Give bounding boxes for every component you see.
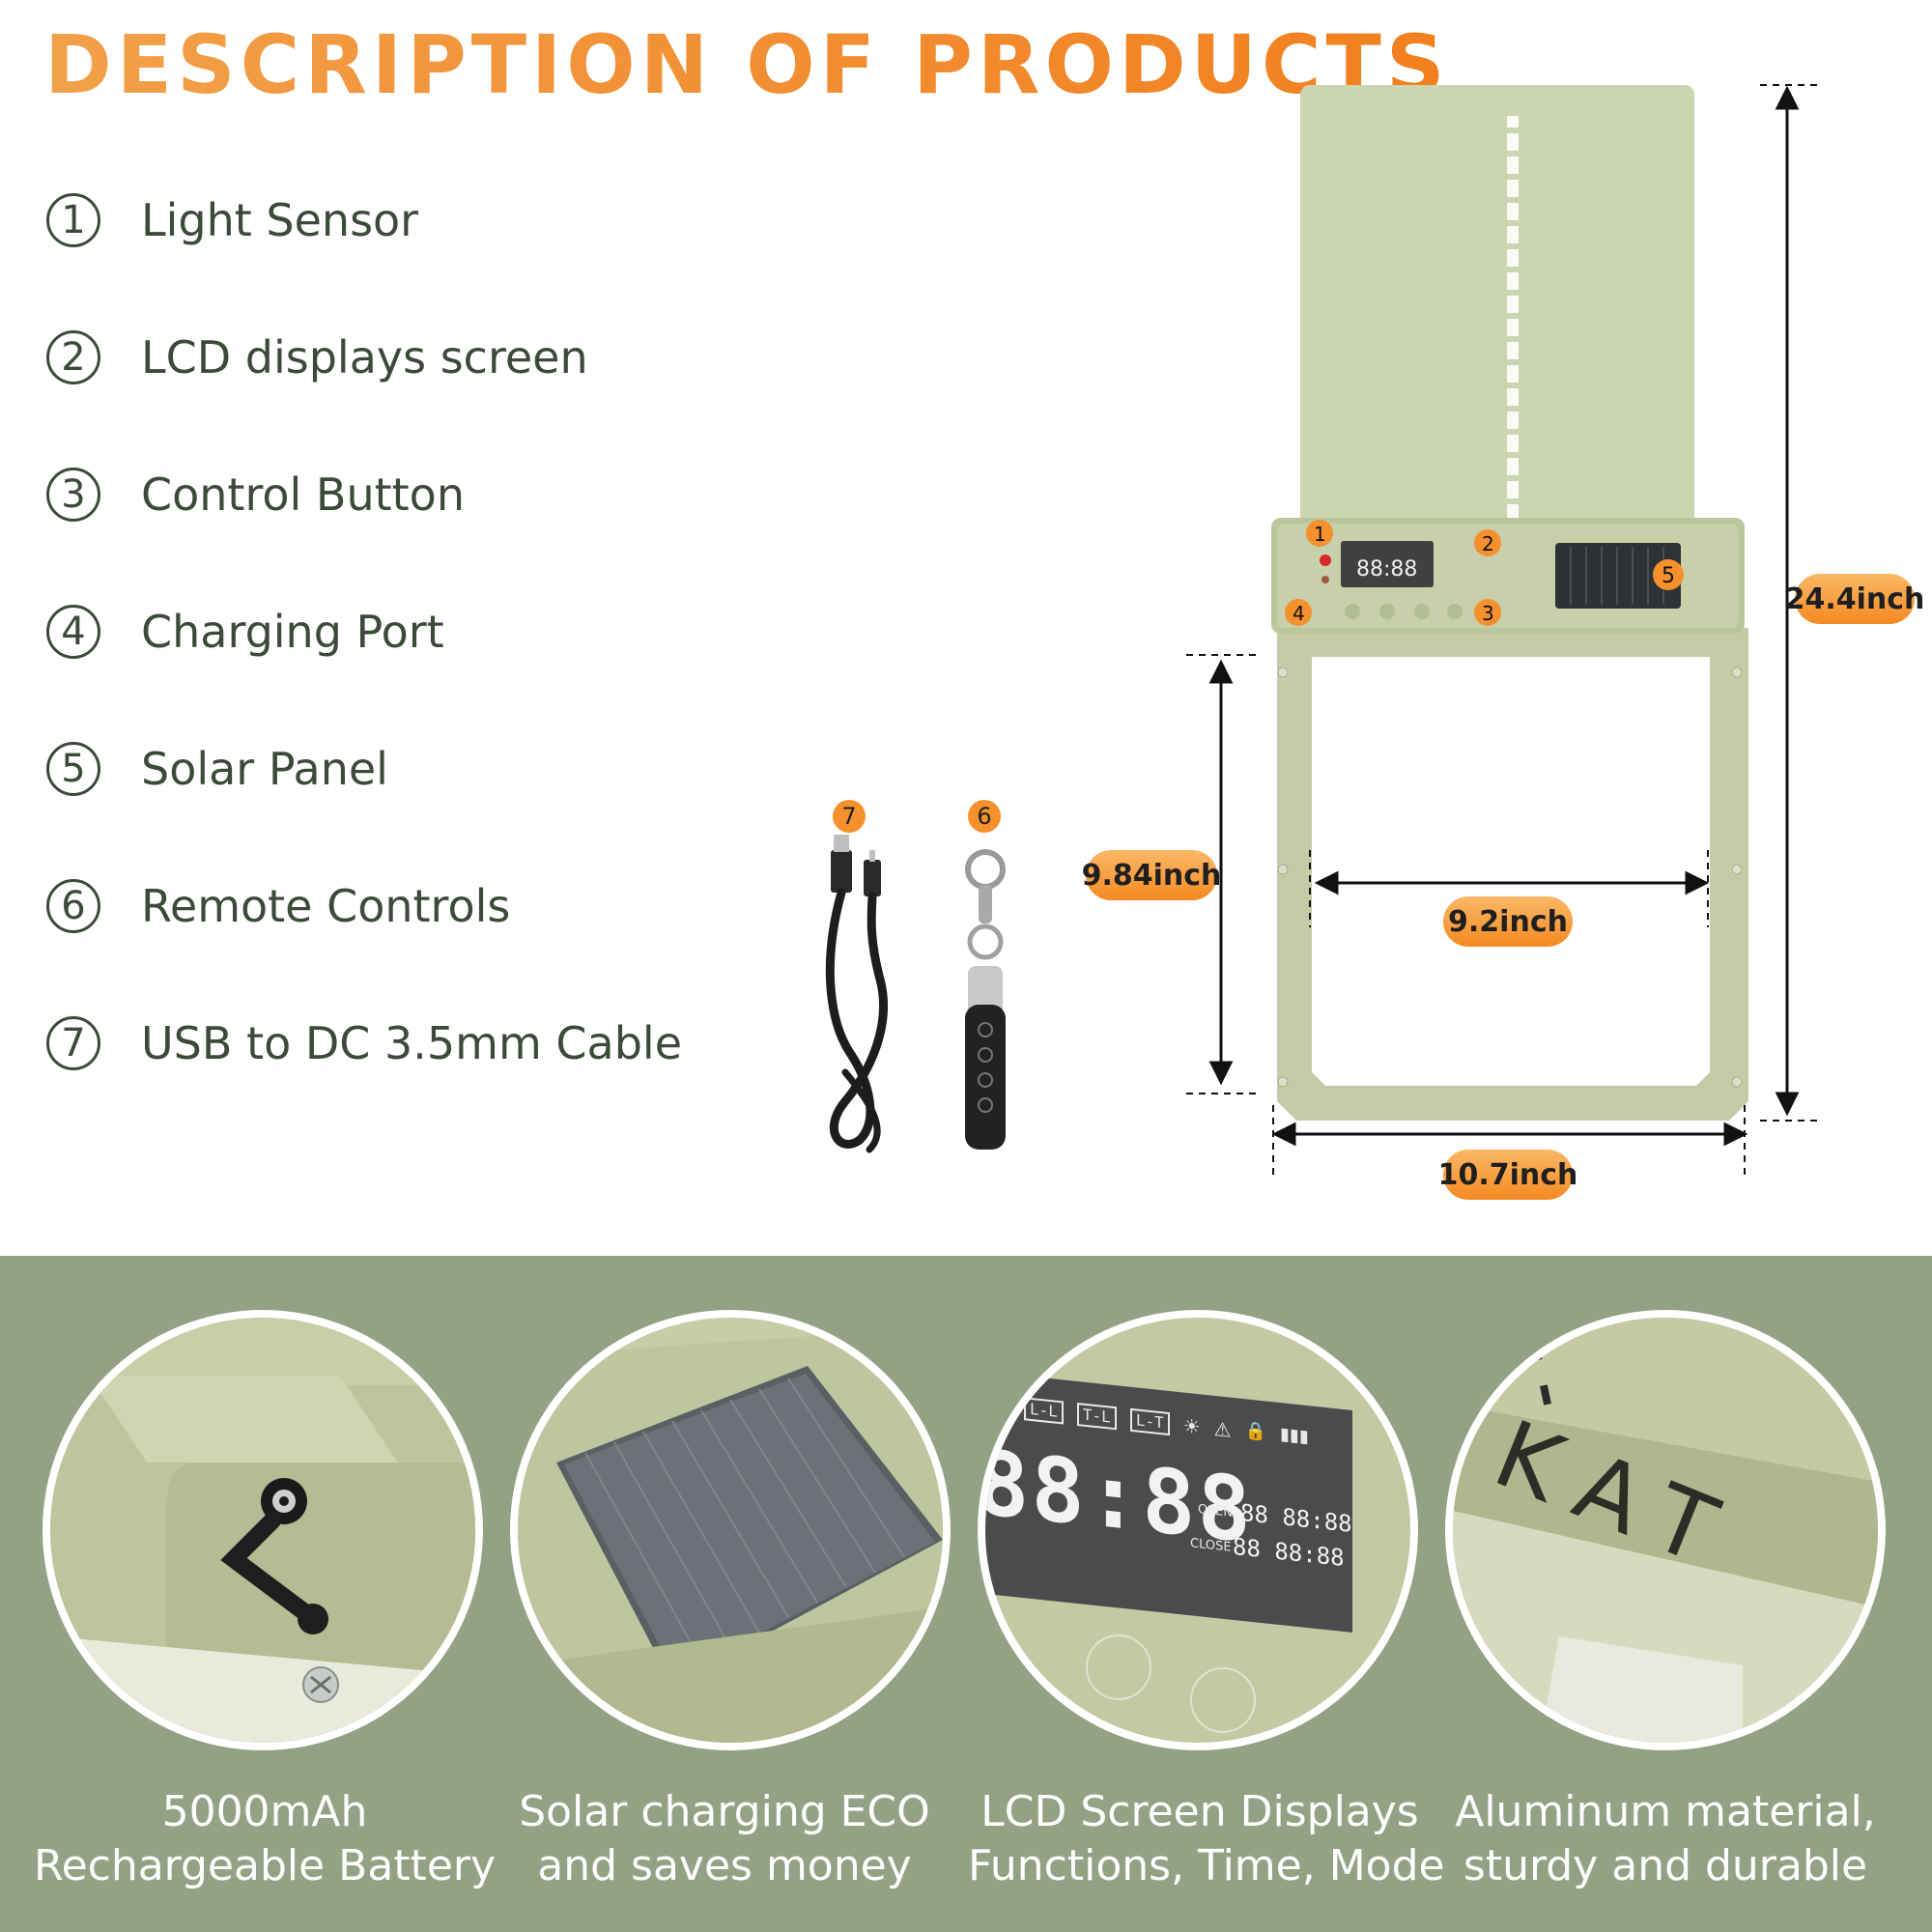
dimension-lines	[1186, 84, 1818, 1180]
list-item: 1 Light Sensor	[46, 189, 418, 251]
item-label: Control Button	[141, 469, 465, 521]
callout-6: 6	[968, 800, 1001, 833]
svg-text:3: 3	[1482, 602, 1494, 625]
item-number: 1	[46, 193, 100, 247]
svg-text:88:88: 88:88	[1356, 557, 1417, 582]
dimension-width-badge: 10.7inch	[1438, 1150, 1577, 1200]
item-number: 3	[46, 468, 100, 522]
item-number: 5	[46, 742, 100, 796]
lcd-screen: L-L T-L L-T ☀ ⚠ 🔒 ▮▮▮ 88:88 OPEN 88 88:8…	[985, 1372, 1352, 1633]
item-label: Charging Port	[141, 606, 444, 658]
feature-line: Rechargeable Battery	[33, 1841, 497, 1890]
callout-7: 7	[833, 800, 866, 833]
feature-aluminum-caption: Aluminum material, sturdy and durable	[1434, 1785, 1897, 1893]
lcd-closeup: L-L T-L L-T ☀ ⚠ 🔒 ▮▮▮ 88:88 OPEN 88 88:8…	[985, 1318, 1410, 1743]
aluminum-surface-illustration	[1453, 1318, 1878, 1743]
feature-circle-lcd: L-L T-L L-T ☀ ⚠ 🔒 ▮▮▮ 88:88 OPEN 88 88:8…	[978, 1310, 1418, 1750]
feature-lcd-caption: LCD Screen Displays Functions, Time, Mod…	[968, 1785, 1445, 1893]
feature-line: LCD Screen Displays	[980, 1787, 1419, 1836]
feature-solar-caption: Solar charging ECO and saves money	[493, 1785, 956, 1893]
item-number: 4	[46, 605, 100, 659]
svg-text:2: 2	[1482, 532, 1494, 555]
lcd-button	[1190, 1667, 1256, 1733]
lcd-mode-label: T-L	[1076, 1402, 1117, 1431]
dimension-opening-width-badge: 9.2inch	[1443, 896, 1573, 947]
lcd-open-time: 88 88:88	[1240, 1498, 1352, 1538]
item-label: Solar Panel	[141, 743, 388, 795]
feature-line: sturdy and durable	[1463, 1841, 1868, 1890]
item-number: 7	[46, 1016, 100, 1070]
feature-circle-aluminum: KAT	[1445, 1310, 1886, 1750]
list-item: 6 Remote Controls	[46, 875, 510, 937]
svg-text:4: 4	[1293, 602, 1305, 625]
item-label: Remote Controls	[141, 880, 511, 932]
remote-control-illustration	[965, 849, 1006, 1150]
battery-closeup	[50, 1318, 475, 1743]
item-label: Light Sensor	[141, 194, 419, 246]
aluminum-closeup: KAT	[1453, 1318, 1878, 1743]
page-title: DESCRIPTION OF PRODUCTS	[44, 17, 1450, 112]
warning-icon: ⚠	[1213, 1416, 1232, 1442]
feature-line: 5000mAh	[161, 1787, 368, 1836]
top-section: DESCRIPTION OF PRODUCTS 1 Light Sensor 2…	[44, 17, 1925, 1200]
battery-icon: ▮▮▮	[1280, 1424, 1309, 1448]
dimension-opening-height-badge: 9.84inch	[1082, 850, 1221, 900]
lock-icon: 🔒	[1244, 1420, 1267, 1443]
lcd-mode-label: L-L	[1024, 1397, 1064, 1425]
lcd-mode-label: L-T	[1129, 1407, 1170, 1436]
sun-icon: ☀	[1182, 1413, 1201, 1439]
item-label: USB to DC 3.5mm Cable	[141, 1017, 682, 1069]
charging-port-illustration	[50, 1318, 475, 1743]
item-label: LCD displays screen	[141, 331, 588, 384]
list-item: 2 LCD displays screen	[46, 327, 588, 388]
feature-line: Solar charging ECO	[519, 1787, 930, 1836]
svg-text:5: 5	[1662, 564, 1675, 588]
dimension-height-badge: 24.4inch	[1785, 574, 1924, 624]
feature-battery-caption: 5000mAh Rechargeable Battery	[33, 1785, 497, 1893]
item-number: 2	[46, 330, 100, 384]
feature-circle-solar	[510, 1310, 951, 1750]
usb-cable-illustration	[825, 835, 888, 1153]
list-item: 4 Charging Port	[46, 601, 444, 663]
feature-line: Aluminum material,	[1455, 1787, 1876, 1836]
feature-circle-battery	[43, 1310, 483, 1750]
item-number: 6	[46, 879, 100, 933]
feature-line: and saves money	[537, 1841, 912, 1890]
feature-line: Functions, Time, Mode	[968, 1841, 1445, 1890]
list-item: 3 Control Button	[46, 464, 465, 526]
list-item: 5 Solar Panel	[46, 738, 388, 800]
solar-closeup	[518, 1318, 943, 1743]
solar-panel-illustration	[518, 1318, 943, 1743]
coop-door-illustration: 88:88 1 2 3 4 5	[1271, 85, 1748, 1121]
list-item: 7 USB to DC 3.5mm Cable	[46, 1012, 682, 1074]
lcd-close-time: 88 88:88	[1233, 1532, 1345, 1573]
lcd-button	[1086, 1634, 1151, 1700]
svg-text:1: 1	[1314, 523, 1326, 546]
